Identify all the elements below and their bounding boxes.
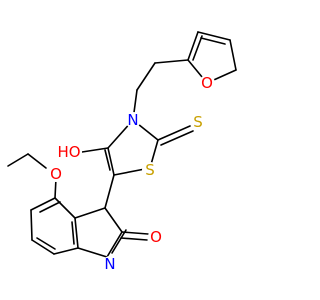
carbonyl-oxygen-label: O (150, 228, 162, 246)
bond (200, 37, 226, 45)
bond (121, 231, 149, 235)
bond (31, 239, 55, 255)
bond (7, 153, 29, 167)
bond (104, 149, 111, 171)
bond (187, 31, 199, 61)
bond (154, 59, 189, 64)
bond (136, 62, 156, 91)
bond (81, 147, 109, 153)
bond (27, 153, 47, 169)
bond (197, 31, 231, 41)
bond (229, 39, 237, 71)
bond (106, 231, 123, 258)
bond (36, 237, 56, 250)
bond (54, 197, 76, 219)
bond (74, 217, 79, 249)
bond (157, 125, 191, 141)
bond (107, 147, 115, 176)
bond (71, 221, 75, 245)
bond (74, 207, 106, 219)
hydroxyl-label: HO (57, 143, 80, 161)
bond (120, 237, 148, 241)
thione-sulfur-label: S (193, 113, 203, 131)
bonds (7, 31, 237, 258)
bond (160, 130, 194, 146)
bond (192, 35, 203, 61)
furan-oxygen-label: O (201, 74, 213, 92)
bond (39, 201, 61, 213)
bond (104, 174, 115, 209)
indole-nitrogen-label: N (104, 255, 115, 273)
bond (104, 207, 123, 233)
bond (30, 197, 56, 211)
ring-sulfur-label: S (145, 161, 155, 179)
molecule-diagram: O N S S HO O O N (7, 31, 237, 273)
bond (111, 229, 127, 254)
ether-oxygen-label: O (50, 165, 62, 183)
bond (53, 247, 79, 255)
atom-labels: O N S S HO O O N (48, 74, 215, 273)
bond (30, 209, 33, 241)
thiazole-nitrogen-label: N (127, 111, 138, 129)
bond (77, 247, 108, 258)
